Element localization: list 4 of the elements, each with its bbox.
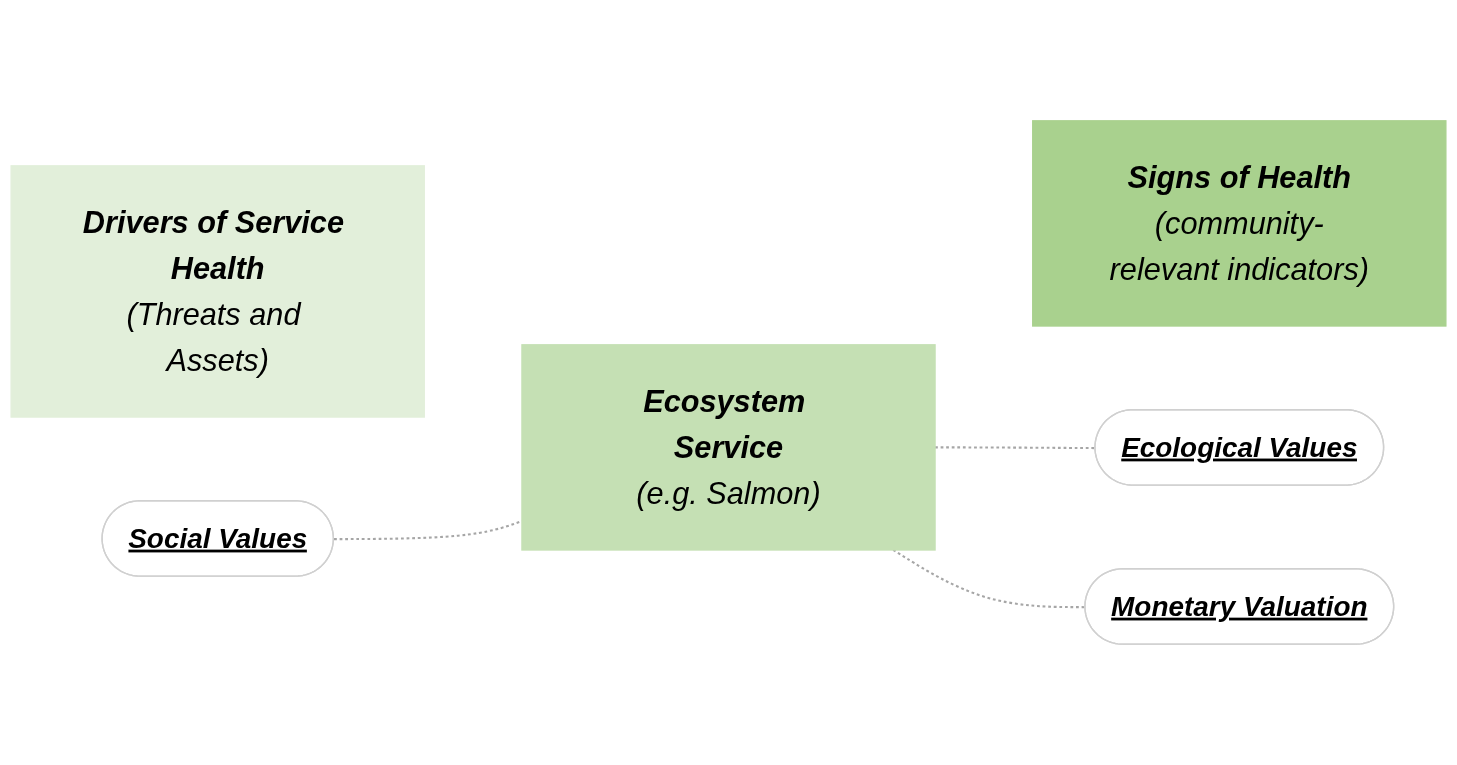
node-box: Drivers of Service Health (Threats and Assets): [10, 165, 425, 418]
node-box: Ecosystem Service (e.g. Salmon): [521, 344, 936, 551]
connector: [935, 446, 1096, 450]
node-box: Signs of Health (community-relevant indicators): [1032, 120, 1447, 327]
